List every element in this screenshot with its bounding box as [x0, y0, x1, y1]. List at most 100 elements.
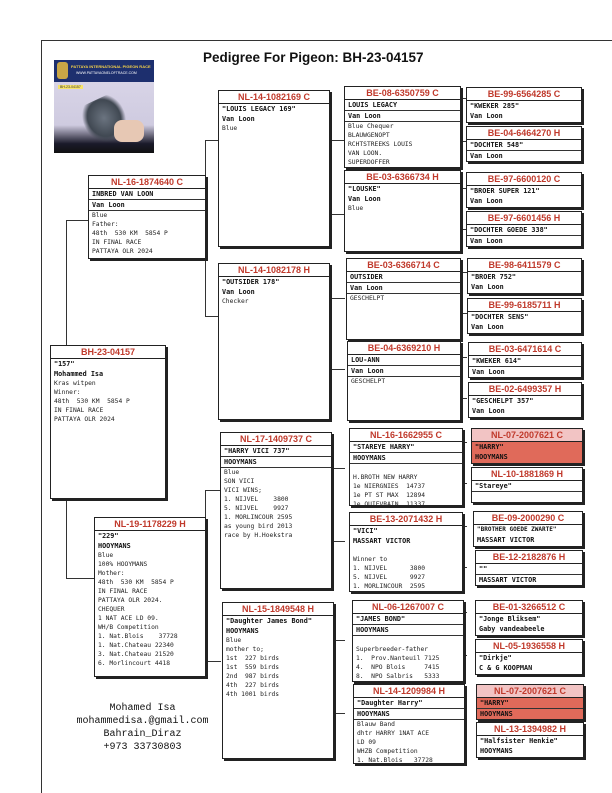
photo-ring-tag: BH-23-04157	[58, 85, 83, 89]
ring-number: NL-14-1082178 H	[219, 264, 329, 277]
pigeon-info: Winner to 1. NIJVEL 3800 5. NIJVEL 9927 …	[353, 556, 426, 590]
pigeon-name: "OUTSIDER 178"	[222, 278, 280, 286]
pedigree-card-father[interactable]: NL-16-1874640 C INBRED VAN LOON Van Loon…	[88, 175, 206, 259]
pigeon-info: Kras witpen Winner: 48th 530 KM 5854 P I…	[54, 380, 130, 423]
race-logo-icon	[57, 62, 68, 79]
pigeon-photo: PATTAYA INTERNATIONAL PIGEON RACE WWW.PA…	[54, 60, 154, 153]
page-frame	[41, 40, 612, 793]
pigeon-name: "HARRY VICI 737"	[221, 446, 331, 457]
ring-number: BE-12-2182876 H	[476, 551, 582, 564]
owner-name: HOOYMANS	[472, 452, 582, 462]
pedigree-card-g5-10[interactable]: NL-10-1881869 H "Stareye"	[471, 467, 583, 503]
pigeon-name: "KWEKER 614"	[469, 356, 581, 367]
pigeon-name: "DOCHTER GOEDE 338"	[467, 225, 581, 236]
pedigree-card-mmm[interactable]: NL-14-1209984 H "Daughter Harry" HOOYMAN…	[353, 684, 465, 764]
connector-line	[205, 140, 219, 317]
connector-line	[330, 298, 345, 370]
contact-email[interactable]: mohammedisa.@gmail.com	[76, 716, 209, 727]
pedigree-card-fm[interactable]: NL-14-1082178 H "OUTSIDER 178" Van Loon …	[218, 263, 330, 420]
ring-number: NL-06-1267007 C	[353, 601, 463, 614]
pedigree-card-g5-16[interactable]: NL-13-1394982 H "Halfsister Henkie" HOOY…	[476, 722, 584, 758]
pigeon-info: Blue SON VICI VICI WINS; 1. NIJVEL 3800 …	[224, 469, 293, 539]
owner-name: Van Loon	[347, 283, 460, 294]
pedigree-card-g5-14[interactable]: NL-05-1936558 H "Dirkje" C & G KOOPMAN	[475, 639, 583, 675]
pedigree-card-ffm[interactable]: BE-03-6366734 H "LOUSKE" Van Loon Blue	[344, 170, 461, 252]
pigeon-info: H.BROTH NEW HARRY 1e NIERGNIES 14737 1e …	[353, 474, 426, 506]
pedigree-card-g5-1[interactable]: BE-99-6564285 C "KWEKER 285" Van Loon	[466, 87, 582, 123]
pedigree-card-mmf[interactable]: NL-06-1267007 C "JAMES BOND" HOOYMANS Su…	[352, 600, 464, 682]
owner-name: Gaby vandeabeele	[479, 625, 545, 633]
pedigree-card-fmm[interactable]: BE-04-6369210 H LOU-ANN Van Loon GESCHEL…	[347, 341, 461, 421]
page-title: Pedigree For Pigeon: BH-23-04157	[203, 50, 424, 65]
ring-number: BH-23-04157	[51, 346, 165, 359]
owner-name: Van Loon	[89, 200, 205, 211]
ring-number: NL-13-1394982 H	[477, 723, 583, 736]
pigeon-name: LOUIS LEGACY	[345, 100, 460, 111]
connector-line	[66, 498, 95, 579]
owner-name: C & G KOOPMAN	[479, 664, 533, 672]
pigeon-name: ""	[476, 564, 582, 575]
pigeon-name: "STAREYE HARRY"	[350, 442, 462, 453]
ring-number: BE-03-6366714 C	[347, 259, 460, 272]
pedigree-card-g5-7[interactable]: BE-03-6471614 C "KWEKER 614" Van Loon	[468, 342, 582, 378]
ring-number: BE-01-3266512 C	[476, 601, 582, 614]
pedigree-card-g5-6[interactable]: BE-99-6185711 H "DOCHTER SENS" Van Loon	[467, 298, 582, 334]
ring-number: BE-08-6350759 C	[345, 87, 460, 100]
owner-name: Van Loon	[470, 237, 503, 245]
pedigree-card-g5-9-highlighted[interactable]: NL-07-2007621 C "HARRY" HOOYMANS	[471, 428, 583, 464]
pedigree-card-fff[interactable]: BE-08-6350759 C LOUIS LEGACY Van Loon Bl…	[344, 86, 461, 168]
pedigree-card-mf[interactable]: NL-17-1409737 C "HARRY VICI 737" HOOYMAN…	[220, 432, 332, 589]
pedigree-card-g5-11[interactable]: BE-09-2000290 C "BROTHER GOEDE ZWARTE" M…	[473, 511, 583, 547]
pigeon-name: "DOCHTER SENS"	[471, 313, 529, 321]
ring-number: NL-16-1874640 C	[89, 176, 205, 189]
ring-number: NL-10-1881869 H	[472, 468, 582, 481]
pigeon-name: "LOUIS LEGACY 169"	[222, 105, 296, 113]
owner-name: Van Loon	[222, 115, 255, 123]
ring-number: BE-04-6464270 H	[467, 127, 581, 140]
pigeon-name: "Dirkje"	[479, 654, 512, 662]
pigeon-name: "BROTHER GOEDE ZWARTE"	[477, 526, 557, 533]
pedigree-card-g5-2[interactable]: BE-04-6464270 H "DOCHTER 548" Van Loon	[466, 126, 582, 162]
pigeon-name: OUTSIDER	[347, 272, 460, 283]
pedigree-card-g5-5[interactable]: BE-98-6411579 C "BROER 752" Van Loon	[467, 258, 582, 294]
ring-number: NL-07-2007621 C	[472, 429, 582, 442]
ring-number: BE-97-6600120 C	[467, 173, 581, 186]
pigeon-info: Blue Chequer BLAUWGENOPT RCHTSTREEKS LOU…	[348, 123, 413, 166]
pigeon-info: Blue	[222, 125, 238, 132]
pedigree-card-g5-13[interactable]: BE-01-3266512 C "Jonge Bliksem" Gaby van…	[475, 600, 583, 636]
ring-number: BE-99-6185711 H	[468, 299, 581, 312]
ring-number: BE-03-6471614 C	[469, 343, 581, 356]
contact-location: Bahrain_Diraz	[103, 729, 182, 740]
pedigree-card-g5-8[interactable]: BE-02-6499357 H "GESCHELPT 357" Van Loon	[468, 382, 582, 418]
pedigree-card-g5-3[interactable]: BE-97-6600120 C "BROER SUPER 121" Van Lo…	[466, 172, 582, 208]
owner-name: HOOYMANS	[221, 457, 331, 468]
pigeon-name: "GESCHELPT 357"	[472, 397, 534, 405]
pedigree-card-subject[interactable]: BH-23-04157 "157" Mohammed Isa Kras witp…	[50, 345, 166, 499]
photo-banner: PATTAYA INTERNATIONAL PIGEON RACE WWW.PA…	[54, 60, 154, 82]
pedigree-card-mother[interactable]: NL-19-1178229 H "229" HOOYMANS Blue 100%…	[94, 517, 206, 677]
ring-number: NL-15-1849548 H	[223, 603, 333, 616]
ring-number: NL-05-1936558 H	[476, 640, 582, 653]
ring-number: BE-99-6564285 C	[467, 88, 581, 101]
pedigree-card-mm[interactable]: NL-15-1849548 H "Daughter James Bond" HO…	[222, 602, 334, 759]
pedigree-card-g5-15-highlighted[interactable]: NL-07-2007621 C "HARRY" HOOYMANS	[476, 684, 584, 720]
pigeon-info: GESCHELPT	[350, 295, 385, 302]
pedigree-card-g5-12[interactable]: BE-12-2182876 H "" MASSART VICTOR	[475, 550, 583, 586]
pigeon-name: "Jonge Bliksem"	[479, 615, 541, 623]
connector-line	[205, 490, 221, 662]
pedigree-card-ff[interactable]: NL-14-1082169 C "LOUIS LEGACY 169" Van L…	[218, 90, 330, 247]
ring-number: NL-16-1662955 C	[350, 429, 462, 442]
pedigree-card-mff[interactable]: NL-16-1662955 C "STAREYE HARRY" HOOYMANS…	[349, 428, 463, 506]
pigeon-name: "229"	[98, 532, 119, 540]
pigeon-info: Blue mother to; 1st 227 birds 1st 559 bi…	[226, 637, 280, 698]
pedigree-card-fmf[interactable]: BE-03-6366714 C OUTSIDER Van Loon GESCHE…	[346, 258, 461, 340]
pedigree-card-g5-4[interactable]: BE-97-6601456 H "DOCHTER GOEDE 338" Van …	[466, 211, 582, 247]
pedigree-card-mfm[interactable]: BE-13-2071432 H "VICI" MASSART VICTOR Wi…	[349, 512, 463, 592]
owner-name: Van Loon	[345, 111, 460, 122]
pigeon-name: "DOCHTER 548"	[467, 140, 581, 151]
pigeon-info: Blauw Band dhtr HARRY 1NAT ACE LD 09 WHZ…	[357, 721, 433, 764]
owner-name: MASSART VICTOR	[477, 536, 535, 544]
pigeon-info: Blue 100% HOOYMANS Mother: 48th 530 KM 5…	[98, 552, 178, 667]
owner-name: Van Loon	[471, 283, 504, 291]
pigeon-name: "157"	[54, 360, 75, 368]
